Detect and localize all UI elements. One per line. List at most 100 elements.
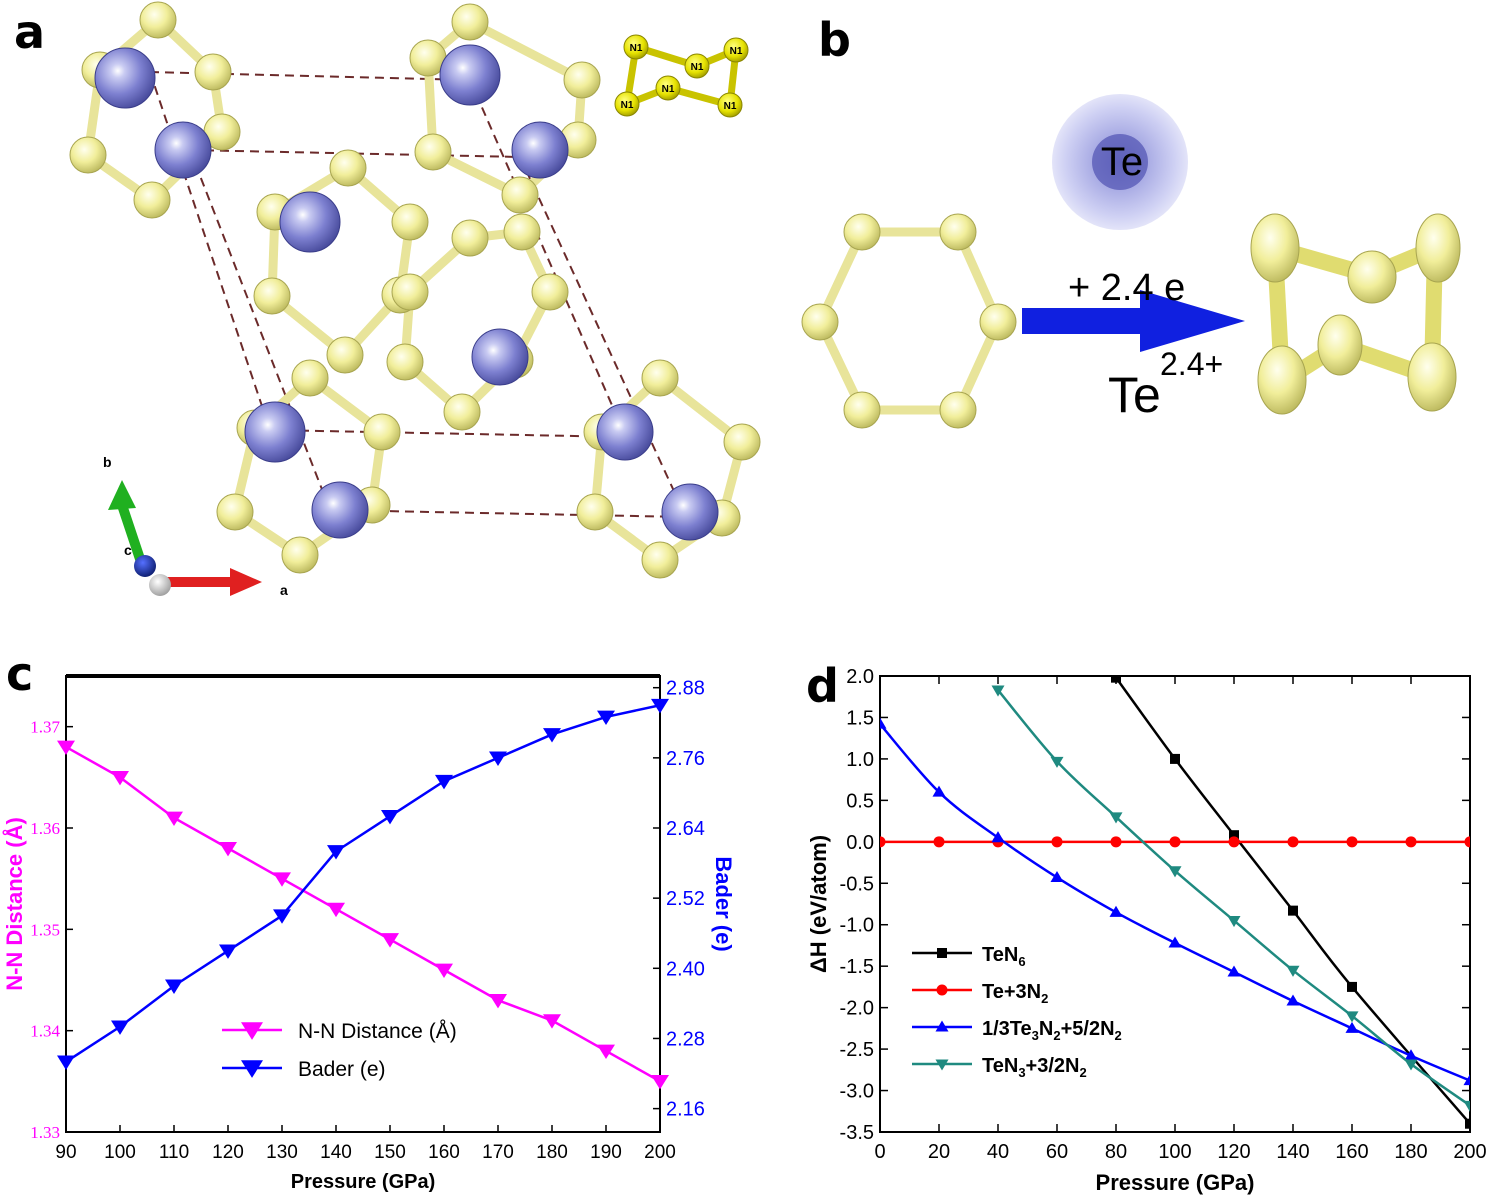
- tellurium-atom: [311, 481, 369, 539]
- data-point: [1109, 905, 1123, 917]
- y-tick-label: -0.5: [840, 873, 874, 895]
- axis-label-b: b: [103, 454, 112, 470]
- axis-label-a: a: [280, 582, 288, 598]
- data-point: [1463, 1100, 1470, 1112]
- data-point: [1347, 981, 1357, 992]
- series-line: [65, 745, 661, 1083]
- data-point: [991, 685, 1005, 697]
- n6-ring-bonds: [83, 15, 227, 205]
- y-tick-label: 1.33: [30, 1123, 60, 1142]
- panel-label-a: a: [14, 5, 45, 59]
- nitrogen-atom: [576, 493, 614, 531]
- data-point: [381, 810, 399, 825]
- y2-axis-label: Bader (e): [711, 856, 736, 951]
- y2-tick-label: 2.28: [666, 1028, 705, 1050]
- tellurium-atom: [511, 121, 569, 179]
- nitrogen-atom: [1347, 250, 1397, 304]
- y-tick-label: -3.0: [840, 1081, 874, 1103]
- data-point: [111, 771, 129, 786]
- data-point: [1345, 1021, 1359, 1033]
- y2-tick-label: 2.52: [666, 888, 705, 910]
- data-point: [57, 740, 75, 756]
- data-point: [991, 831, 1005, 843]
- data-point: [1464, 836, 1470, 848]
- data-point: [165, 979, 183, 994]
- data-point: [1286, 965, 1300, 977]
- nitrogen-atom: [133, 181, 171, 219]
- data-point: [880, 836, 886, 848]
- data-point: [933, 836, 945, 848]
- data-point: [165, 811, 183, 826]
- data-point: [1168, 936, 1182, 948]
- data-point: [219, 841, 237, 857]
- series-line: [1114, 676, 1470, 1125]
- data-point: [597, 1044, 615, 1060]
- data-point: [1405, 836, 1417, 848]
- nitrogen-atom: [641, 541, 679, 579]
- legend-marker: [241, 1060, 263, 1078]
- nitrogen-atom: [1317, 314, 1363, 376]
- data-point: [1050, 870, 1064, 883]
- x-tick-label: 190: [590, 1142, 622, 1163]
- x-tick-label: 60: [1046, 1141, 1068, 1163]
- a-axis-arrow: [230, 568, 262, 596]
- panel-label-b: b: [818, 13, 851, 67]
- legend-label: Te+3N2: [982, 981, 1048, 1006]
- x-tick-label: 120: [212, 1142, 244, 1163]
- tellurium-atom: [154, 121, 212, 179]
- atom-label: N1: [662, 84, 675, 95]
- charge-arrow: [1022, 290, 1245, 352]
- x-tick-label: 0: [874, 1141, 885, 1163]
- y-tick-label: 1.5: [846, 707, 874, 729]
- data-point: [1170, 753, 1180, 764]
- y-tick-label: 1.37: [30, 718, 60, 737]
- y-axis-label: ΔH (eV/atom): [806, 835, 831, 973]
- x-tick-label: 170: [482, 1142, 514, 1163]
- legend-label: TeN6: [982, 944, 1026, 969]
- x-tick-label: 160: [428, 1142, 460, 1163]
- x-tick-label: 120: [1217, 1141, 1250, 1163]
- nitrogen-atom: [329, 149, 367, 187]
- nitrogen-atom: [717, 92, 743, 118]
- electron-transfer-label: + 2.4 e: [1068, 267, 1185, 309]
- nitrogen-atom: [386, 343, 424, 381]
- atom-label: N1: [724, 101, 737, 112]
- tellurium-atom: [471, 328, 529, 386]
- y-tick-label: -1.5: [840, 956, 874, 978]
- data-point: [935, 1020, 949, 1032]
- atom-label: N1: [621, 100, 634, 111]
- te-ion-label: Te: [1108, 367, 1161, 423]
- legend-marker: [241, 1022, 263, 1040]
- nitrogen-atom: [503, 213, 541, 251]
- data-point: [273, 872, 291, 887]
- axis-triad: b c a: [103, 454, 288, 598]
- tellurium-atom: [596, 403, 654, 461]
- tellurium-atoms: [94, 44, 719, 541]
- nitrogen-atom: [843, 391, 881, 429]
- data-point: [57, 1055, 75, 1070]
- y2-tick-label: 2.40: [666, 958, 705, 980]
- data-point: [651, 1075, 669, 1090]
- data-point: [435, 963, 453, 978]
- nitrogen-atom: [363, 413, 401, 451]
- data-point: [1404, 1049, 1418, 1061]
- atom-label: N1: [691, 62, 704, 73]
- data-point: [1111, 676, 1121, 683]
- x-tick-label: 90: [55, 1142, 76, 1163]
- tellurium-atom: [661, 483, 719, 541]
- nitrogen-atom: [69, 136, 107, 174]
- x-axis-label: Pressure (GPa): [1096, 1170, 1255, 1195]
- data-point: [1051, 836, 1063, 848]
- data-point: [1169, 836, 1181, 848]
- data-point: [435, 774, 453, 790]
- data-point: [1465, 1118, 1470, 1129]
- nitrogen-atom: [139, 1, 177, 39]
- y-tick-label: -3.5: [840, 1122, 874, 1144]
- nitrogen-atom: [281, 536, 319, 574]
- nitrogen-atom: [391, 203, 429, 241]
- x-tick-label: 180: [1394, 1141, 1427, 1163]
- data-point: [1345, 1011, 1359, 1023]
- data-point: [880, 717, 887, 729]
